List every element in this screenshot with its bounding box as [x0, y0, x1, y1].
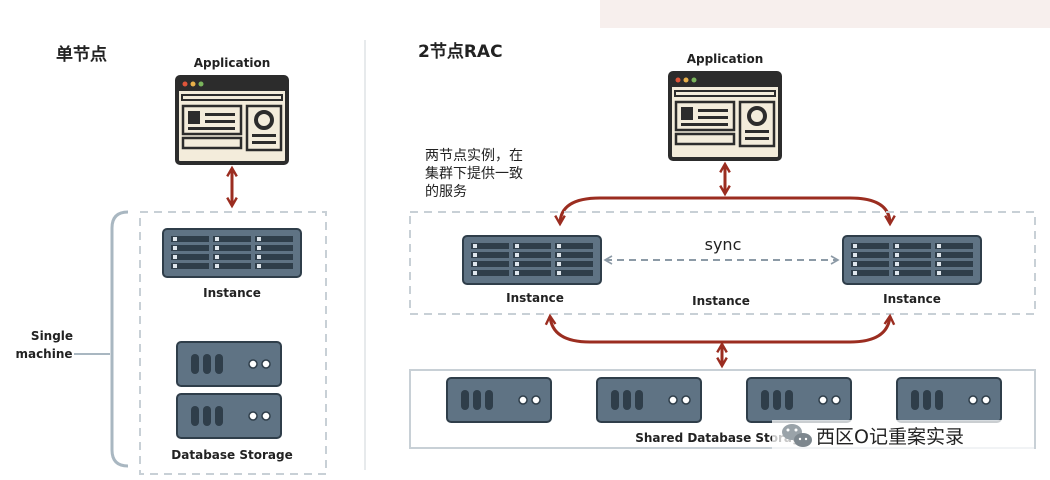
shared-disk-3-icon [746, 377, 852, 423]
right-app-label: Application [687, 52, 764, 66]
shared-storage-label: Shared Database Storage [635, 431, 809, 445]
top-distribution-curve [554, 196, 896, 227]
machine-label-single: Single [31, 329, 73, 343]
right-application-icon [668, 71, 782, 161]
shared-storage-box [409, 369, 1036, 449]
rac-instance-2-server-icon [842, 235, 982, 285]
rac-instance-2-label: Instance [883, 292, 941, 306]
watermark-text: 西区O记重案实录 [816, 426, 964, 448]
sync-label: sync [705, 235, 742, 254]
shared-disk-1-icon [446, 377, 552, 423]
rac-instance-1-label: Instance [506, 291, 564, 305]
rac-instance-1-server-icon [462, 235, 602, 285]
left-storage-disk-2-icon [176, 393, 282, 439]
machine-bracket [110, 210, 129, 468]
left-title: 单节点 [56, 44, 107, 65]
right-title: 2节点RAC [418, 41, 503, 62]
left-instance-server-icon [162, 228, 302, 278]
left-app-label: Application [194, 56, 271, 70]
left-application-icon [175, 75, 289, 165]
left-storage-disk-1-icon [176, 341, 282, 387]
shared-disk-4-icon [896, 377, 1002, 423]
note-line-3: 的服务 [425, 184, 467, 200]
bottom-storage-curve [544, 313, 896, 344]
note-line-1: 两节点实例，在 [425, 148, 523, 164]
watermark: 西区O记重案实录 [772, 420, 1034, 452]
left-storage-label: Database Storage [171, 448, 292, 462]
rac-cluster-instance-label: Instance [692, 294, 750, 308]
header-texture [600, 0, 1050, 28]
shared-disk-2-icon [596, 377, 702, 423]
machine-label-machine: machine [15, 347, 72, 361]
left-instance-label: Instance [203, 286, 261, 300]
note-line-2: 集群下提供一致 [425, 165, 523, 182]
wechat-icon [782, 424, 812, 447]
